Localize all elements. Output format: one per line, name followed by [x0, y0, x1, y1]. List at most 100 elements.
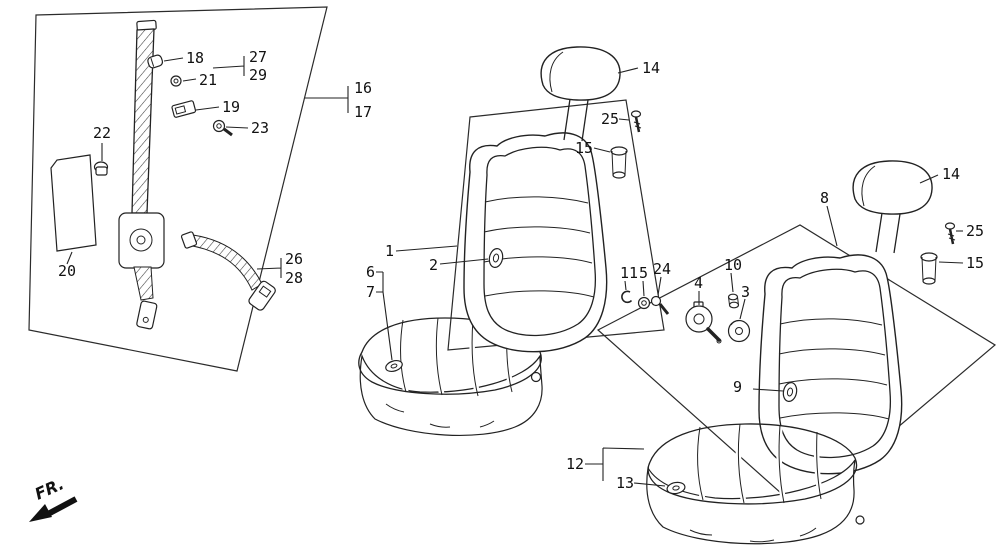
cushion-skirt-right: [646, 459, 856, 545]
callout-14-right: 14: [942, 165, 960, 183]
leader-12: [585, 447, 645, 481]
part-21-nut: [170, 75, 182, 87]
seatback-boundary-box-right: [596, 224, 997, 511]
callout-5: 5: [639, 264, 648, 282]
leader-26-28: [256, 258, 282, 278]
leader-20: [66, 251, 73, 265]
part-6-7-hinge-cover: [385, 359, 403, 373]
callout-16: 16: [354, 79, 372, 97]
callout-2: 2: [429, 256, 438, 274]
lap-belt-fold: [180, 231, 198, 249]
headrest-right: [852, 160, 933, 254]
part-13-trim-cover: [666, 481, 686, 495]
belt-lower-strap: [133, 266, 154, 301]
part-4-recliner-mechanism: [685, 301, 722, 344]
leader-27-29: [212, 56, 245, 76]
leader-14-right: [919, 174, 939, 184]
fr-direction-indicator: FR.: [29, 474, 78, 522]
leader-3: [739, 298, 746, 320]
callout-9: 9: [733, 378, 742, 396]
leader-14-left: [617, 67, 639, 74]
leader-18: [163, 57, 184, 62]
leader-1: [395, 245, 458, 252]
callout-15-left: 15: [575, 139, 593, 157]
belt-retractor: [118, 212, 165, 269]
part-18-bushing: [147, 54, 164, 69]
leader-10: [730, 272, 734, 293]
callout-6: 6: [366, 263, 375, 281]
callout-21: 21: [199, 71, 217, 89]
headrest-guide-center: [610, 146, 628, 179]
part-24-bolt: [650, 295, 670, 315]
headrest-guide-right: [920, 252, 938, 285]
fr-arrow-head: [29, 504, 52, 522]
callout-14-left: 14: [642, 59, 660, 77]
leader-13: [633, 482, 666, 487]
part-22-anchor-cover: [93, 161, 109, 176]
part-9-recliner-cover: [782, 382, 798, 402]
callout-10: 10: [724, 256, 742, 274]
callout-23: 23: [251, 119, 269, 137]
seat-cushion-right: [646, 424, 865, 545]
headrest-bolt-center: [630, 110, 642, 133]
seat-back-right: [758, 254, 903, 475]
part-11-snap-ring: [621, 290, 633, 304]
headrest-center: [540, 46, 621, 142]
leader-15-left: [593, 147, 611, 153]
part-2-recliner-cover: [488, 248, 504, 268]
cushion-skirt-center: [359, 353, 543, 436]
cushion-wrinkles-center: [385, 403, 495, 428]
part-19-belt-tongue: [171, 100, 197, 118]
leader-25-left: [618, 118, 630, 121]
callout-22: 22: [93, 124, 111, 142]
callout-29: 29: [249, 66, 267, 84]
callout-18: 18: [186, 49, 204, 67]
part-3-adjuster-knob: [727, 319, 751, 343]
callout-15-right: 15: [966, 254, 984, 272]
callout-26: 26: [285, 250, 303, 268]
callout-25-left: 25: [601, 110, 619, 128]
frame-bolt-right: [855, 515, 865, 525]
lap-belt-strap: [186, 234, 263, 291]
callout-8: 8: [820, 189, 829, 207]
leader-21: [182, 78, 197, 82]
leader-15-right: [938, 261, 964, 264]
callout-labels: 18 21 27 29 19 23 22 20 26 28 16 17 1 2 …: [58, 48, 984, 492]
part-23-bolt: [212, 119, 233, 137]
lap-belt-buckle: [248, 280, 276, 311]
callout-12: 12: [566, 455, 584, 473]
leader-6-7: [376, 271, 393, 361]
callout-19: 19: [222, 98, 240, 116]
part-10-bushing: [727, 293, 740, 309]
seatback-boundary-box-center: [447, 99, 665, 351]
leader-9: [752, 388, 784, 392]
callout-28: 28: [285, 269, 303, 287]
seat-cushion-center: [358, 318, 543, 436]
part-20-anchor-plate: [50, 154, 97, 252]
callout-3: 3: [741, 283, 750, 301]
leader-23: [225, 126, 249, 129]
callout-11: 11: [620, 264, 638, 282]
callout-27: 27: [249, 48, 267, 66]
belt-lower-anchor-plate: [136, 300, 158, 330]
callout-7: 7: [366, 283, 375, 301]
leader-8: [826, 205, 838, 247]
leader-5: [642, 280, 645, 297]
leader-24: [657, 276, 662, 296]
seat-back-center: [463, 132, 608, 383]
callout-17: 17: [354, 103, 372, 121]
callout-13: 13: [616, 474, 634, 492]
callout-25-right: 25: [966, 222, 984, 240]
leader-lines: [66, 56, 964, 487]
fr-arrow-shaft: [46, 496, 78, 517]
leader-19: [195, 106, 220, 111]
seat-belt-assembly: [50, 19, 276, 330]
frame-bolt-center: [530, 371, 542, 383]
seat-belt-boundary-box: [28, 6, 328, 372]
leader-11: [624, 280, 627, 291]
fr-label: FR.: [32, 474, 67, 503]
part-5-washer: [637, 296, 651, 310]
callout-4: 4: [694, 274, 703, 292]
